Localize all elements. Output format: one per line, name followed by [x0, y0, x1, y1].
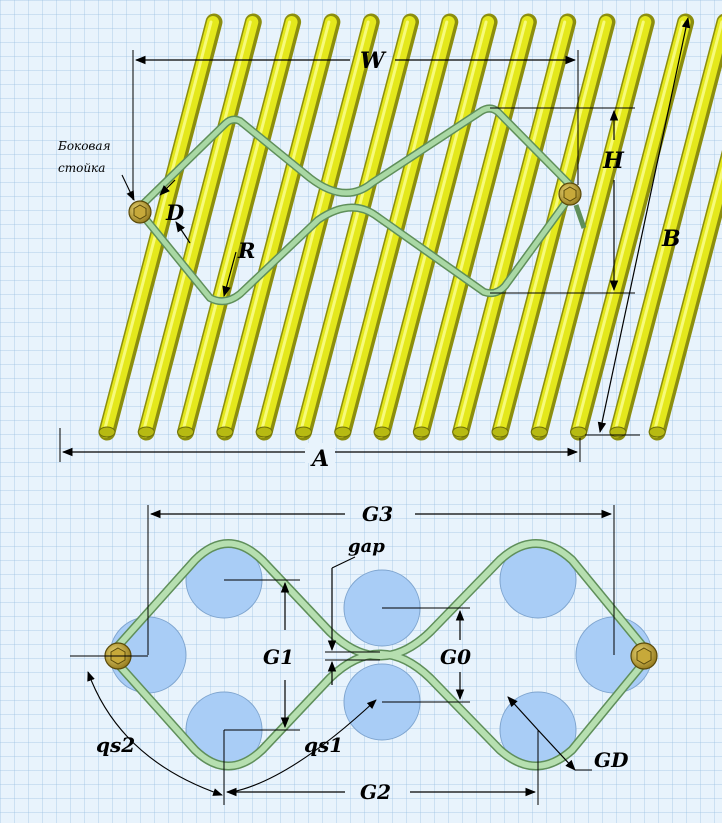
- dim-label-GD: GD: [594, 748, 629, 772]
- rod: [178, 16, 298, 438]
- rod-highlight: [141, 20, 252, 434]
- rod: [257, 16, 377, 438]
- rod-end-cap: [570, 426, 588, 438]
- rod-highlight: [377, 20, 488, 434]
- dim-label-W: W: [360, 48, 387, 74]
- rod-end-cap: [137, 426, 155, 438]
- dimension-G3: G3: [70, 502, 615, 657]
- dim-label-qs1: qs1: [304, 733, 343, 757]
- tube-rods: [98, 13, 722, 441]
- rod-end-cap: [491, 426, 509, 438]
- dimension-R: R: [222, 238, 255, 298]
- rod-end-cap: [412, 426, 430, 438]
- dimension-GD: GD: [507, 696, 629, 772]
- rod-highlight: [181, 20, 292, 434]
- rod-end-cap: [216, 426, 234, 438]
- rod-end-cap: [177, 426, 195, 438]
- dimension-qs1: qs1: [231, 699, 377, 793]
- rod-end-cap: [334, 426, 352, 438]
- bolt-right-top: [558, 182, 587, 229]
- tube-bundle-top: [98, 13, 722, 441]
- dimension-D: D: [159, 179, 191, 244]
- rod-highlight: [220, 20, 331, 434]
- dimension-qs2: qs2: [87, 671, 223, 796]
- dimension-A: A: [59, 428, 581, 472]
- rod: [217, 16, 337, 438]
- dim-label-G3: G3: [362, 502, 393, 526]
- rod: [453, 16, 573, 438]
- side-post-label-line1: Боковая: [57, 139, 111, 153]
- dim-label-G2: G2: [360, 780, 391, 804]
- side-post-label-line2: стойка: [58, 161, 105, 175]
- rod: [296, 16, 416, 438]
- dim-label-H: H: [602, 148, 625, 174]
- dim-label-A: A: [310, 446, 329, 472]
- rod: [139, 16, 259, 438]
- dim-label-B: B: [661, 226, 681, 252]
- bolt-right-bottom: [630, 642, 658, 670]
- rod-highlight: [456, 20, 567, 434]
- dimension-B: B: [585, 16, 691, 436]
- rod-highlight: [299, 20, 409, 434]
- dim-label-G1: G1: [263, 645, 294, 669]
- dimension-gap: gap: [325, 536, 385, 685]
- side-post-callout: Боковая стойка: [57, 139, 135, 201]
- rod-end-cap: [98, 426, 116, 438]
- rod: [100, 16, 219, 438]
- rod-end-cap: [452, 426, 470, 438]
- strap-top: [136, 104, 579, 306]
- rod-end-cap: [255, 426, 273, 438]
- dimension-G0: G0: [382, 607, 471, 703]
- dim-label-R: R: [237, 238, 255, 263]
- dimension-G1: G1: [224, 579, 300, 731]
- dim-label-D: D: [165, 200, 185, 225]
- rod-end-cap: [373, 426, 391, 438]
- dim-label-G0: G0: [440, 645, 471, 669]
- rod: [375, 16, 495, 438]
- dimension-W: W: [132, 48, 579, 200]
- bolt-left-top: [128, 200, 152, 224]
- rod-end-cap: [295, 426, 312, 438]
- rod-end-cap: [648, 426, 666, 438]
- dimension-G2: G2: [223, 730, 539, 805]
- dim-label-qs2: qs2: [96, 733, 135, 757]
- rod-highlight: [102, 20, 213, 434]
- dim-label-gap: gap: [348, 536, 385, 557]
- rod-end-cap: [530, 426, 548, 438]
- rod: [414, 16, 534, 438]
- rod-highlight: [416, 20, 527, 434]
